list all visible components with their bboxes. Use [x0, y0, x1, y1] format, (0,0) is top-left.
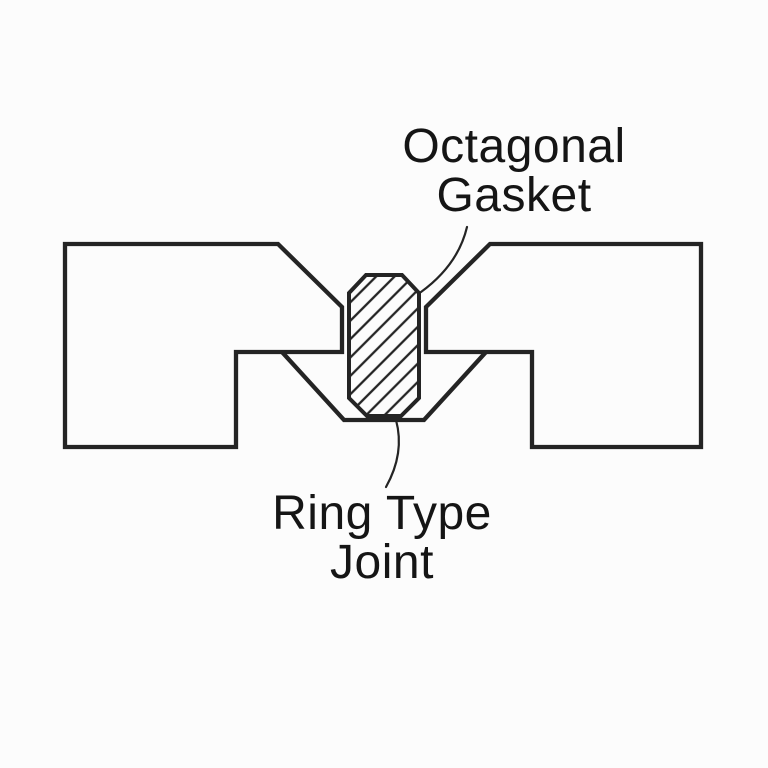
octagonal-gasket-label-line1: Octagonal — [402, 120, 626, 173]
octagonal-gasket-label-line2: Gasket — [436, 169, 592, 222]
ring-groove-profile — [280, 350, 488, 423]
octagonal-gasket-section — [347, 273, 421, 418]
gasket-leader-line — [419, 225, 469, 294]
ring-type-joint-label-line2: Joint — [330, 536, 434, 589]
ring-type-joint-label-line1: Ring Type — [272, 487, 492, 540]
ring-type-joint-label: Ring Type Joint — [272, 489, 492, 587]
left-flange-outline — [62, 241, 345, 450]
joint-leader-line — [384, 418, 400, 489]
right-flange-outline — [423, 241, 704, 450]
octagonal-gasket-label: Octagonal Gasket — [402, 122, 625, 220]
